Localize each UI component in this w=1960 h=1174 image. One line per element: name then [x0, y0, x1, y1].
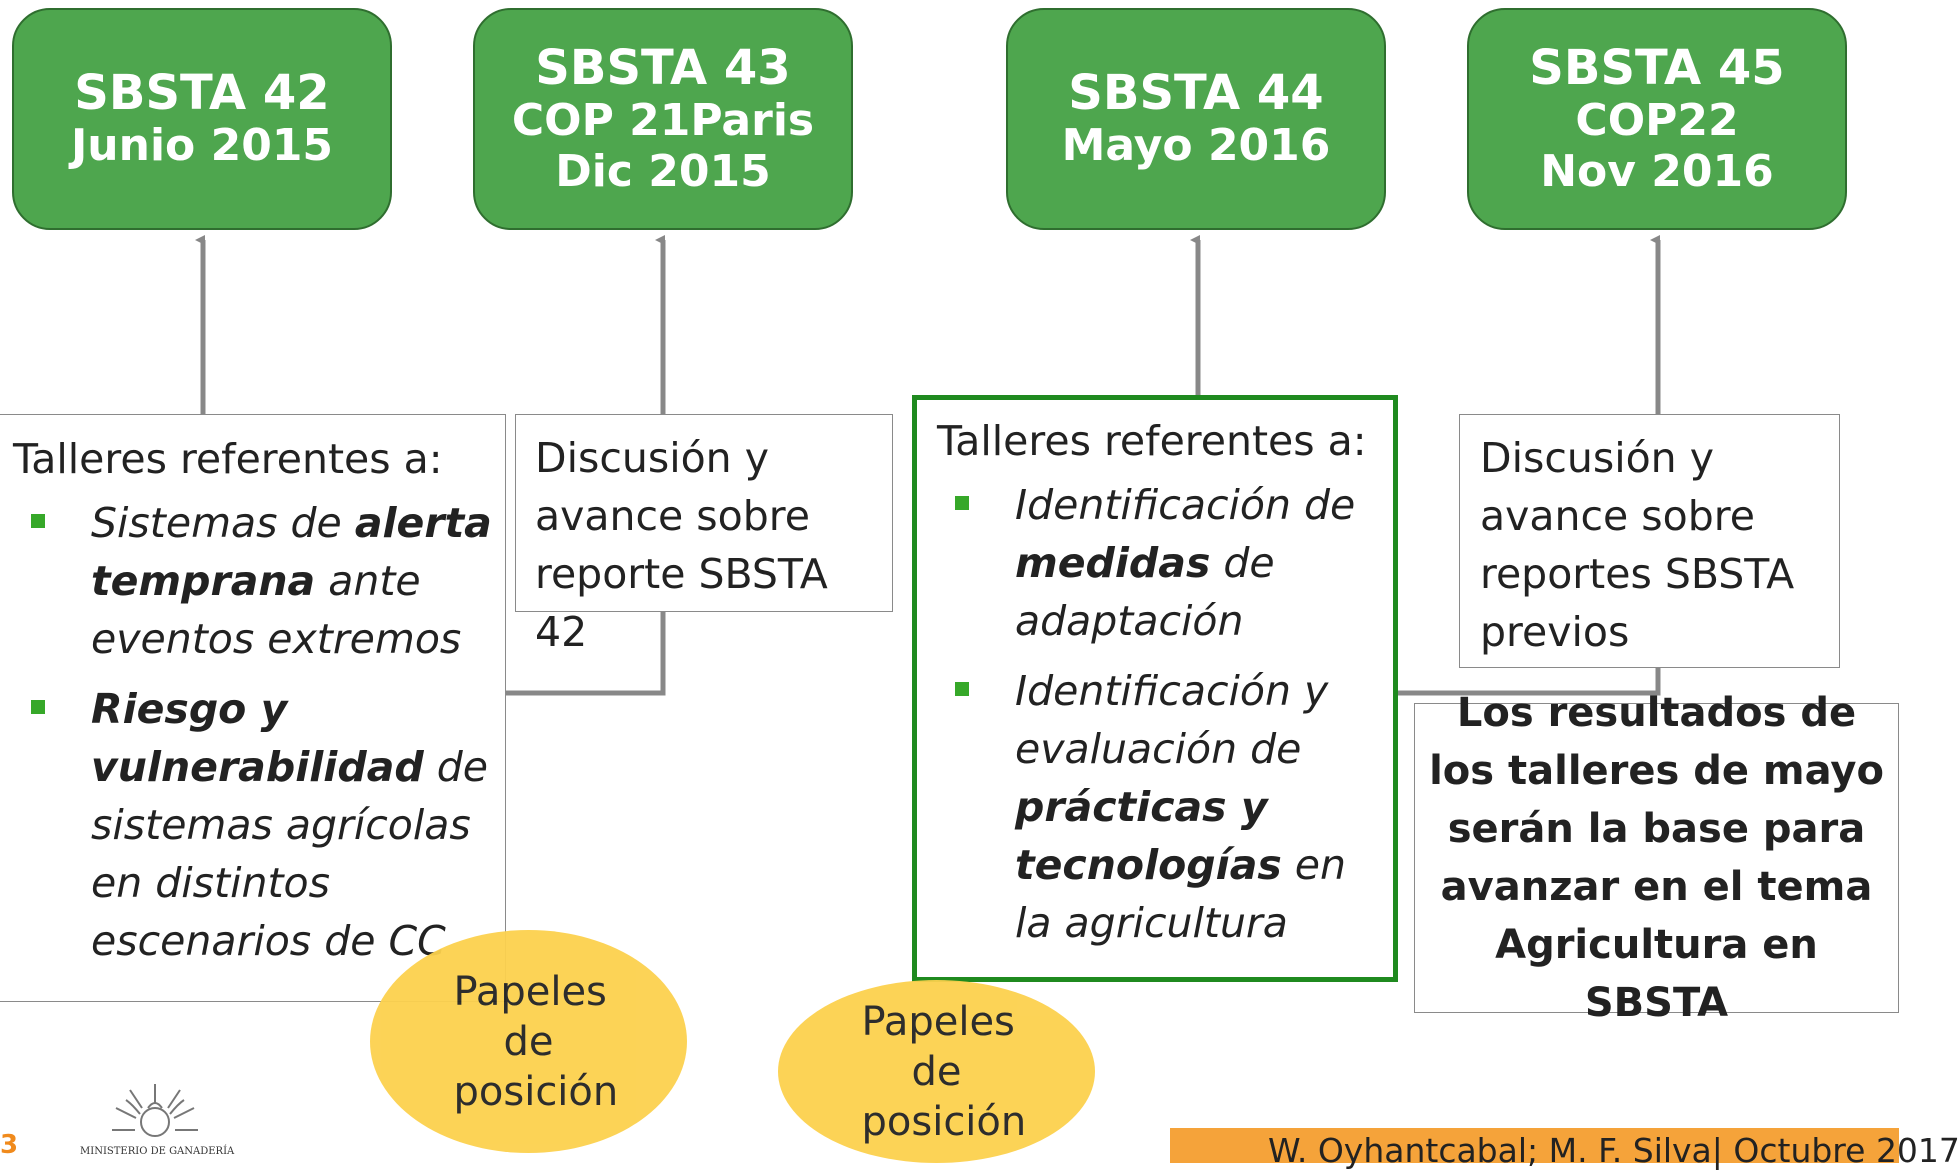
session-event: COP22	[1575, 95, 1739, 146]
discussion-box-2015: Discusión y avance sobre reporte SBSTA 4…	[515, 414, 893, 656]
list-item: Riesgo y vulnerabilidad de sistemas agrí…	[13, 680, 505, 970]
box-text: Discusión y avance sobre reportes SBSTA …	[1480, 434, 1795, 656]
session-sbsta-42: SBSTA 42 Junio 2015	[12, 8, 392, 230]
box-intro: Talleres referentes a:	[937, 417, 1367, 465]
workshops-box-2015: Talleres referentes a: Sistemas de alert…	[0, 414, 506, 1002]
list-item: Identificación de medidas de adaptación	[937, 476, 1383, 650]
connectors	[195, 235, 1661, 696]
workshop-list: Sistemas de alerta temprana ante eventos…	[13, 494, 505, 970]
workshop-list: Identificación de medidas de adaptación …	[937, 476, 1383, 952]
session-title: SBSTA 45	[1529, 39, 1785, 96]
link-box1-box2	[506, 612, 666, 696]
square-bullet-icon	[31, 514, 45, 528]
square-bullet-icon	[955, 682, 969, 696]
footer-text: W. Oyhantcabal; M. F. Silva| Octubre 201…	[1268, 1131, 1960, 1170]
box-intro: Talleres referentes a:	[13, 435, 443, 483]
square-bullet-icon	[955, 496, 969, 510]
workshops-box-2016: Talleres referentes a: Identificación de…	[912, 395, 1398, 982]
results-text: Los resultados de los talleres de mayo s…	[1429, 690, 1884, 1026]
session-sbsta-45: SBSTA 45 COP22 Nov 2016	[1467, 8, 1847, 230]
results-note: Los resultados de los talleres de mayo s…	[1414, 690, 1899, 1026]
session-date: Dic 2015	[555, 145, 771, 197]
discussion-box-2016: Discusión y avance sobre reportes SBSTA …	[1459, 414, 1840, 668]
ministry-logo: MINISTERIO DE GANADERÍA	[80, 1080, 234, 1163]
session-event: COP 21Paris	[511, 95, 815, 146]
session-title: SBSTA 44	[1068, 65, 1324, 122]
square-bullet-icon	[31, 700, 45, 714]
session-date: Mayo 2016	[1061, 120, 1331, 172]
session-sbsta-43: SBSTA 43 COP 21Paris Dic 2015	[473, 8, 853, 230]
footer-bar: W. Oyhantcabal; M. F. Silva| Octubre 201…	[1170, 1128, 1960, 1170]
session-date: Nov 2016	[1540, 145, 1774, 197]
session-title: SBSTA 42	[74, 65, 330, 122]
link-box3-box4	[1398, 668, 1661, 696]
session-title: SBSTA 43	[535, 39, 791, 96]
list-item: Identificación y evaluación de prácticas…	[937, 662, 1383, 952]
session-sbsta-44: SBSTA 44 Mayo 2016	[1006, 8, 1386, 230]
slide-number: 3	[0, 1130, 19, 1160]
sun-emblem-icon	[112, 1084, 198, 1137]
box-text: Discusión y avance sobre reporte SBSTA 4…	[535, 434, 828, 656]
session-date: Junio 2015	[70, 120, 334, 172]
list-item: Sistemas de alerta temprana ante eventos…	[13, 494, 505, 668]
position-papers-bubble: Papeles de posición	[778, 980, 1095, 1163]
position-papers-bubble: Papeles de posición	[370, 930, 687, 1153]
